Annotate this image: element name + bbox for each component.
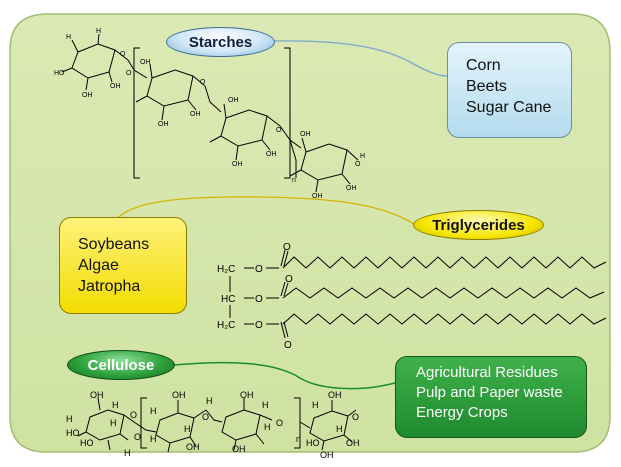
triglycerides-label: Triglycerides [413,210,544,240]
starch-oh-2: OH [110,83,121,90]
starch-h-1: H [96,28,101,35]
starch-o-1: O [120,51,126,58]
starch-oh-3: OH [140,59,151,66]
cell-oh-6: OH [328,390,342,400]
cell-h-3: H [112,400,119,410]
starch-source-beets: Beets [466,78,507,95]
starch-h-3: H [360,153,365,160]
cell-h-7: H [150,434,157,444]
starch-oh-9: OH [300,131,311,138]
starch-oh-7: OH [232,161,243,168]
starch-h-2: H [66,34,71,41]
cell-o-2: O [134,432,141,442]
cell-h-12: H [336,424,343,434]
triglyceride-source-jatropha: Jatropha [78,278,141,295]
cell-o-4: O [276,418,283,428]
starch-oh-8: OH [266,151,277,158]
cell-oh-1: OH [90,390,104,400]
tri-carbonyl-o-1: O [283,242,291,253]
cell-o-5: O [352,412,359,422]
cell-h-5: H [150,406,157,416]
cell-h-4: H [124,448,131,458]
cell-oh-4: OH [240,390,254,400]
cell-h-8: H [206,396,213,406]
starch-sources-box: Corn Beets Sugar Cane [447,42,572,138]
starch-o-4: O [276,127,282,134]
cell-h-10: H [264,422,271,432]
starch-oh-10: OH [312,193,323,200]
cell-h-9: H [262,400,269,410]
cell-ho-1: HO [66,428,80,438]
starch-source-corn: Corn [466,57,501,74]
tri-hc-mid: HC [221,294,235,305]
cellulose-atom-labels: OH H HO HO H H O O H H OH H H OH O H OH … [66,390,360,460]
starch-atom-labels: HO OH H H OH O O OH OH OH O OH OH OH O O… [54,28,365,200]
cell-oh-5: OH [232,444,246,454]
cellulose-bracket-right [294,397,301,449]
starch-o-2: O [126,70,132,77]
cell-h-1: H [66,414,73,424]
triglyceride-source-algae: Algae [78,257,119,274]
cell-n: n [296,434,301,444]
tri-o-3: O [255,320,263,331]
fatty-acid-chain-1 [282,256,607,269]
starch-oh-5: OH [190,111,201,118]
cell-oh-2: OH [172,390,186,400]
cellulose-sources-box: Agricultural Residues Pulp and Paper was… [395,356,587,438]
tri-h2c-top: H₂C [217,264,235,275]
cell-ho-2: HO [80,438,94,448]
triglyceride-atom-labels: H₂C HC H₂C O O O O O O [217,242,293,351]
cell-h-2: H [110,418,117,428]
starch-connector [269,40,448,77]
tri-h2c-bottom: H₂C [217,320,235,331]
cellulose-source-energy-crops: Energy Crops [416,404,508,421]
tri-o-1: O [255,264,263,275]
starch-source-sugar-cane: Sugar Cane [466,99,552,116]
starch-o-3: O [200,79,206,86]
cell-o-3: O [202,412,209,422]
starch-oh-6: OH [228,97,239,104]
starch-oh-11: OH [346,185,357,192]
triglyceride-source-soybeans: Soybeans [78,236,150,253]
cell-ho-3: HO [306,438,320,448]
starch-structure [61,33,359,193]
fatty-acid-chain-3 [282,313,607,325]
cellulose-bracket-left [140,397,147,449]
tri-carbonyl-o-3: O [284,340,292,351]
cellulose-source-pulp-paper-waste: Pulp and Paper waste [416,384,563,401]
starch-n: n [292,177,296,184]
starch-bracket-right [284,47,291,179]
triglyceride-structure [229,249,607,339]
cell-oh-7: OH [320,450,334,460]
cell-oh-3: OH [186,442,200,452]
starch-bracket-left [133,47,140,179]
cell-oh-8: OH [346,438,360,448]
tri-carbonyl-o-2: O [285,274,293,285]
cellulose-source-agricultural-residues: Agricultural Residues [416,364,558,381]
starch-oh-4: OH [158,121,169,128]
starch-oh-1: OH [82,92,93,99]
cellulose-label: Cellulose [67,350,175,380]
starch-o-5: O [355,161,361,168]
tri-o-2: O [255,294,263,305]
triglyceride-connector [117,196,415,225]
cell-h-6: H [184,424,191,434]
cellulose-connector [173,361,396,390]
cell-h-11: H [312,400,319,410]
cell-o-1: O [130,410,137,420]
cellulose-structure [77,397,357,453]
fatty-acid-chain-2 [282,287,605,299]
starches-label: Starches [166,27,275,57]
triglyceride-sources-box: Soybeans Algae Jatropha [59,217,187,314]
starch-ho-1: HO [54,70,65,77]
